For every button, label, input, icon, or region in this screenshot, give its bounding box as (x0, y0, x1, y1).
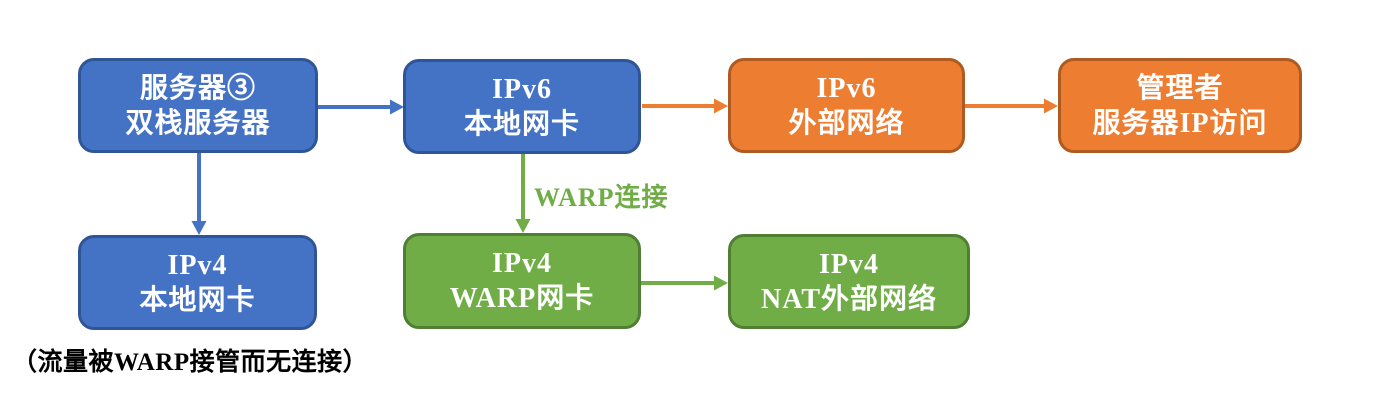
no-connection-caption: （流量被WARP接管而无连接） (12, 349, 369, 376)
node-admin-server-ip-access: 管理者 服务器IP访问 (1058, 58, 1302, 153)
arrow-warp-connection (515, 154, 531, 233)
node-label-line: IPv4 (167, 249, 228, 281)
node-ipv4-warp-nic: IPv4 WARP网卡 (403, 233, 641, 329)
arrow-warp-nic-to-nat-external (641, 275, 728, 291)
arrow-server-to-ipv6-local-nic (318, 99, 404, 115)
node-label-line: 本地网卡 (463, 108, 580, 140)
node-ipv4-local-nic: IPv4 本地网卡 (78, 235, 317, 330)
node-ipv4-nat-external-network: IPv4 NAT外部网络 (728, 234, 970, 329)
node-label-line: 服务器IP访问 (1092, 107, 1268, 139)
node-label-line: 外部网络 (788, 107, 905, 139)
node-ipv6-external-network: IPv6 外部网络 (728, 58, 965, 153)
node-label-line: IPv6 (492, 73, 552, 105)
warp-connection-label: WARP连接 (534, 183, 669, 212)
arrow-server-to-ipv4-local-nic (191, 152, 207, 235)
node-dual-stack-server: 服务器③ 双栈服务器 (78, 58, 318, 153)
node-label-line: 服务器③ (139, 72, 256, 104)
arrow-ipv6-external-to-admin (965, 98, 1058, 114)
node-label-line: NAT外部网络 (760, 283, 938, 315)
node-label-line: 双栈服务器 (125, 107, 271, 139)
node-label-line: WARP网卡 (449, 283, 595, 314)
node-label-line: IPv4 (819, 248, 879, 280)
node-label-line: 管理者 (1136, 72, 1224, 104)
node-label-line: IPv4 (492, 248, 552, 279)
node-label-line: 本地网卡 (139, 284, 256, 316)
node-ipv6-local-nic: IPv6 本地网卡 (403, 59, 641, 154)
node-label-line: IPv6 (816, 72, 877, 104)
arrow-ipv6-local-to-ipv6-external (642, 98, 728, 114)
